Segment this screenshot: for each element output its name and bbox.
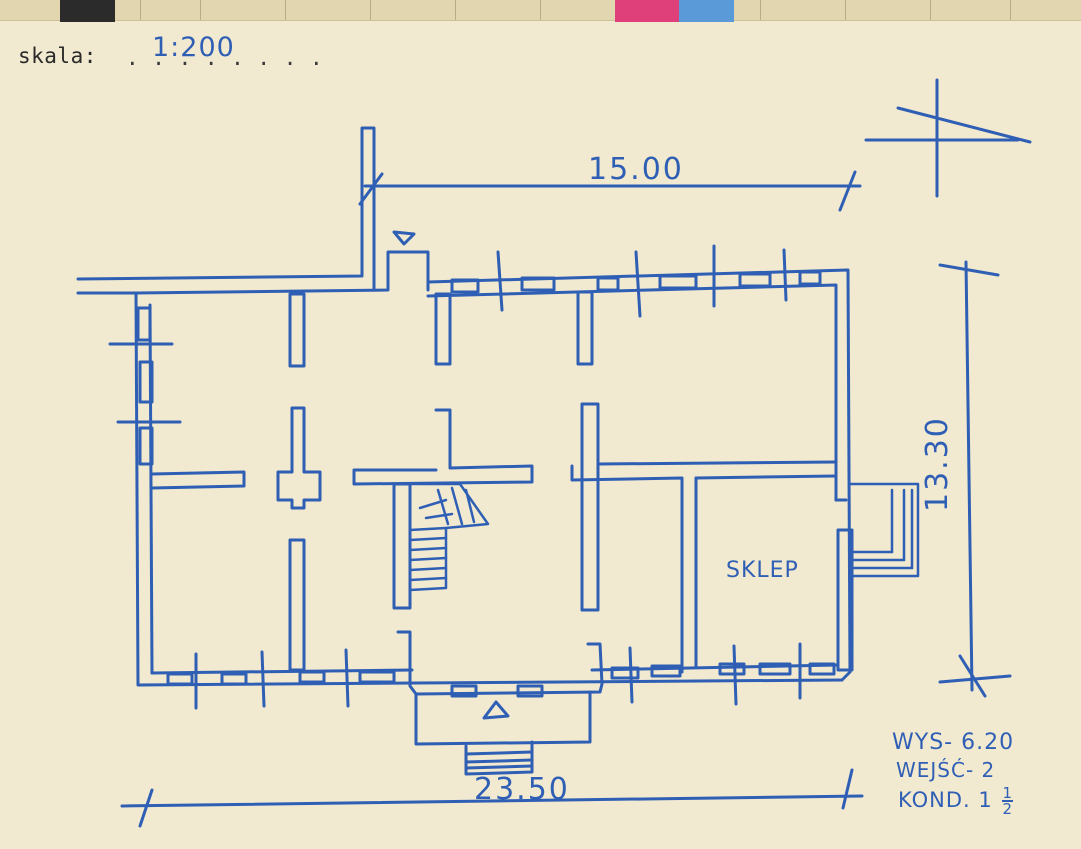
rear-entrance bbox=[392, 230, 416, 246]
strip-tick bbox=[200, 0, 201, 20]
strip-tick bbox=[930, 0, 931, 20]
bottom-windows bbox=[166, 642, 836, 710]
black-tab bbox=[60, 0, 115, 22]
strip-tick bbox=[1010, 0, 1011, 20]
strip-tick bbox=[760, 0, 761, 20]
dimension-line-bottom bbox=[120, 768, 864, 828]
note-storeys-prefix: KOND. 1 bbox=[898, 788, 993, 812]
side-steps bbox=[848, 482, 920, 578]
scale-label: skala: bbox=[18, 44, 97, 68]
note-storeys-fraction: 1 2 bbox=[1002, 784, 1013, 818]
dimension-right-label: 13.30 bbox=[920, 416, 955, 512]
strip-tick bbox=[140, 0, 141, 20]
strip-tick bbox=[540, 0, 541, 20]
fraction-denominator: 2 bbox=[1002, 800, 1013, 818]
interior-walls bbox=[150, 290, 854, 674]
scale-value: 1:200 bbox=[152, 32, 235, 63]
note-storeys: KOND. 1 1 2 bbox=[898, 784, 1013, 818]
dimension-line-right bbox=[938, 260, 1012, 698]
scale-dots: . . . . . . . . bbox=[126, 46, 324, 70]
strip-tick bbox=[455, 0, 456, 20]
outer-walls bbox=[76, 126, 852, 687]
fraction-numerator: 1 bbox=[1002, 784, 1013, 802]
dimension-top-label: 15.00 bbox=[588, 152, 684, 187]
pink-tab bbox=[615, 0, 679, 22]
main-entrance bbox=[396, 630, 604, 776]
dimension-line-top bbox=[358, 170, 862, 212]
index-card-top-strip bbox=[0, 0, 1081, 22]
top-windows bbox=[450, 244, 822, 318]
note-height: WYS- 6.20 bbox=[892, 730, 1015, 755]
room-label-sklep: SKLEP bbox=[726, 558, 799, 583]
staircase bbox=[408, 482, 490, 592]
strip-tick bbox=[370, 0, 371, 20]
dimension-bottom-label: 23.50 bbox=[474, 772, 570, 807]
strip-tick bbox=[845, 0, 846, 20]
note-entrances: WEJŚĆ- 2 bbox=[896, 758, 996, 782]
strip-tick bbox=[285, 0, 286, 20]
blue-tab bbox=[679, 0, 734, 22]
north-arrow-icon bbox=[864, 78, 1032, 198]
